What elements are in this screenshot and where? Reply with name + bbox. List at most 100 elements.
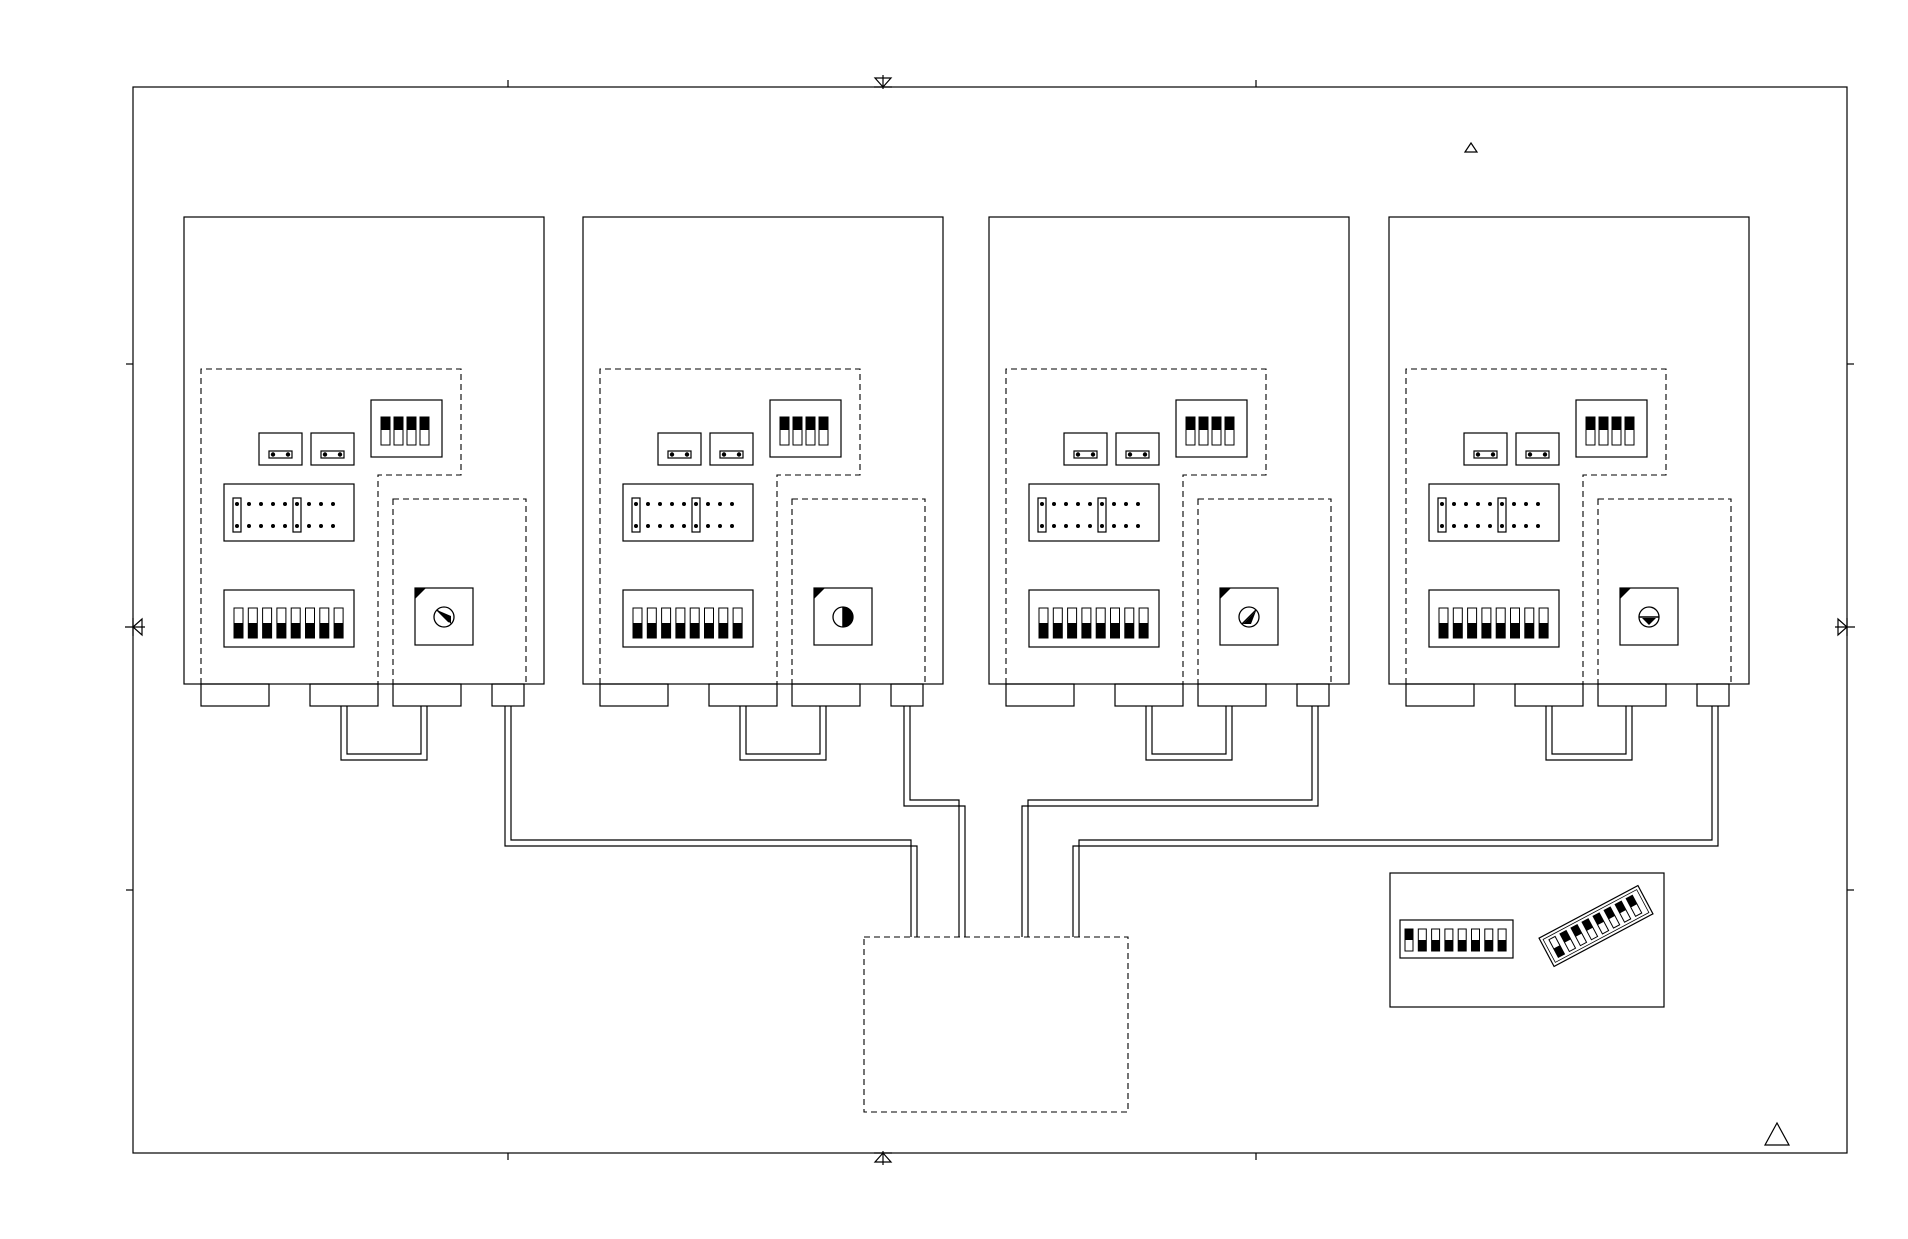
jumper-pin	[1142, 452, 1148, 457]
header-pin	[1452, 502, 1456, 506]
legend-dip-toggle	[1498, 940, 1507, 951]
dial-module	[1219, 587, 1279, 646]
header-pin	[1488, 524, 1492, 528]
dial-module	[414, 587, 474, 646]
dip-switch-toggle	[276, 623, 286, 638]
header-pin	[1124, 524, 1128, 528]
centering-mark	[873, 75, 893, 89]
board-outline-dashed	[1005, 368, 1267, 684]
jumper-pin	[1542, 452, 1548, 457]
jumper-pin	[1475, 452, 1481, 457]
legend-dip-toggle	[1431, 940, 1440, 951]
jumper-cap	[1073, 450, 1098, 459]
dial-module	[1619, 587, 1679, 646]
header-pin	[1464, 524, 1468, 528]
loop-cable-outer	[1145, 706, 1233, 761]
dial-arrow-diagonal	[433, 606, 455, 628]
centering-mark-arrow	[132, 617, 143, 637]
legend-dip-toggle	[1570, 924, 1582, 937]
header-pin	[1064, 502, 1068, 506]
legend-dip-angled-inner	[1542, 889, 1650, 963]
jumper-cap	[1473, 450, 1498, 459]
legend-dip-toggle	[1471, 940, 1480, 951]
dip-switch-8way-body	[223, 589, 355, 648]
pin-header-body	[223, 483, 355, 542]
revision-triangle	[1763, 1121, 1791, 1146]
dip-switch-toggle	[1186, 417, 1195, 430]
dip-switch-toggle	[1110, 623, 1120, 638]
header-pin	[1088, 524, 1092, 528]
jumper-cap	[1525, 450, 1550, 459]
loop-cable-inner	[346, 706, 422, 755]
dip-switch-toggle	[780, 417, 789, 430]
jumper-body	[310, 432, 355, 466]
jumper-pin	[337, 452, 343, 457]
dip-switch-toggle	[1225, 417, 1234, 430]
dip-switch-8way	[1428, 589, 1560, 648]
header-pin	[1112, 502, 1116, 506]
centering-mark	[1835, 617, 1855, 637]
header-pin	[1476, 502, 1480, 506]
cable-unit-4-line-a	[1072, 706, 1719, 937]
jumper-body	[1063, 432, 1108, 466]
controller-unit-1	[183, 216, 545, 761]
dip-switch-toggle	[248, 623, 258, 638]
header-pin	[1440, 524, 1444, 528]
cable-unit-3-line-a	[1021, 706, 1319, 937]
jumper-body	[1463, 432, 1508, 466]
header-pin	[1464, 502, 1468, 506]
dial-module-body	[414, 587, 474, 646]
header-pin	[658, 502, 662, 506]
hub-box-dashed	[863, 936, 1129, 1113]
header-pin	[670, 502, 674, 506]
dip-switch-toggle	[262, 623, 272, 638]
header-pin	[1076, 524, 1080, 528]
dip-switch-toggle	[1212, 417, 1221, 430]
header-pin	[1512, 502, 1516, 506]
centering-mark-arrow	[873, 1152, 893, 1163]
dip-switch-toggle	[1524, 623, 1534, 638]
dip-switch-toggle	[334, 623, 344, 638]
jumper-1	[1063, 432, 1108, 466]
loop-cable-inner	[1551, 706, 1627, 755]
legend-dip-toggle	[1626, 895, 1638, 908]
header-pin	[1488, 502, 1492, 506]
header-pin	[331, 502, 335, 506]
controller-unit-2	[582, 216, 944, 761]
dial-module-corner	[415, 588, 426, 599]
pin-header-body	[1028, 483, 1160, 542]
jumper-pin	[285, 452, 291, 457]
header-pin	[1040, 524, 1044, 528]
header-pin	[271, 502, 275, 506]
dip-switch-toggle	[1612, 417, 1621, 430]
legend-dip-toggle	[1484, 940, 1493, 951]
header-pin	[307, 524, 311, 528]
header-jumper	[691, 497, 701, 533]
header-pin	[247, 502, 251, 506]
header-pin	[1100, 502, 1104, 506]
dip-switch-toggle	[647, 623, 657, 638]
jumper-cap	[719, 450, 744, 459]
cable-unit-4	[1072, 706, 1719, 937]
dip-switch-toggle	[234, 623, 243, 638]
dip-switch-toggle	[420, 417, 429, 430]
header-pin	[235, 524, 239, 528]
connector-tab-3	[392, 683, 462, 707]
dip-switch-toggle	[1199, 417, 1208, 430]
dip-switch-toggle	[319, 623, 329, 638]
jumper-pin	[1490, 452, 1496, 457]
header-pin	[1136, 524, 1140, 528]
dial-slash-up	[1238, 606, 1260, 628]
header-pin	[1512, 524, 1516, 528]
dip-switch-4way-body	[370, 399, 443, 458]
connector-tab-2	[309, 683, 379, 707]
header-pin	[1112, 524, 1116, 528]
cable-unit-1	[504, 706, 918, 937]
header-pin	[1076, 502, 1080, 506]
dip-switch-4way	[1175, 399, 1248, 458]
legend-dip-toggle	[1553, 945, 1565, 958]
cable-unit-2-line-b	[909, 706, 960, 937]
header-pin	[682, 502, 686, 506]
header-pin	[682, 524, 686, 528]
